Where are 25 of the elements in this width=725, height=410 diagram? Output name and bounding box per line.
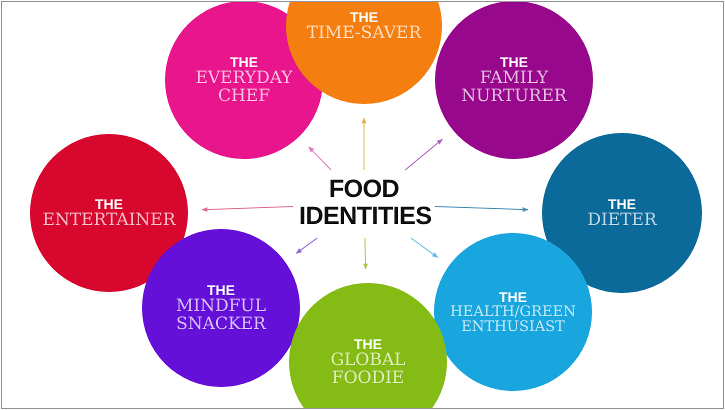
circle-heading: THE bbox=[207, 282, 235, 298]
circle-heading: THE bbox=[95, 196, 123, 212]
arrow bbox=[296, 238, 318, 254]
arrow bbox=[404, 138, 443, 170]
arrow bbox=[362, 117, 366, 170]
identity-name: GLOBAL FOODIE bbox=[330, 352, 406, 388]
identity-name: DIETER bbox=[587, 212, 657, 230]
arrow bbox=[201, 206, 294, 212]
arrow bbox=[363, 238, 368, 270]
identity-name: MINDFUL SNACKER bbox=[174, 298, 268, 334]
identity-name: ENTERTAINER bbox=[42, 212, 176, 230]
circle-heading: THE bbox=[350, 9, 378, 26]
circle-heading: THE bbox=[500, 54, 528, 70]
identity-name: EVERYDAY CHEF bbox=[194, 70, 294, 106]
identity-name: TIME-SAVER bbox=[306, 25, 422, 43]
identity-name: HEALTH/GREEN ENTHUSIAST bbox=[449, 304, 577, 336]
diagram-title: FOOD IDENTITIES bbox=[299, 176, 429, 230]
identity-name: FAMILY NURTURER bbox=[460, 70, 568, 106]
circle-heading: THE bbox=[354, 336, 382, 352]
circle-heading: THE bbox=[499, 288, 527, 305]
arrow bbox=[308, 146, 332, 170]
arrow bbox=[410, 238, 438, 258]
circle-heading: THE bbox=[608, 196, 636, 212]
arrow bbox=[434, 206, 529, 212]
circle-heading: THE bbox=[230, 54, 258, 70]
